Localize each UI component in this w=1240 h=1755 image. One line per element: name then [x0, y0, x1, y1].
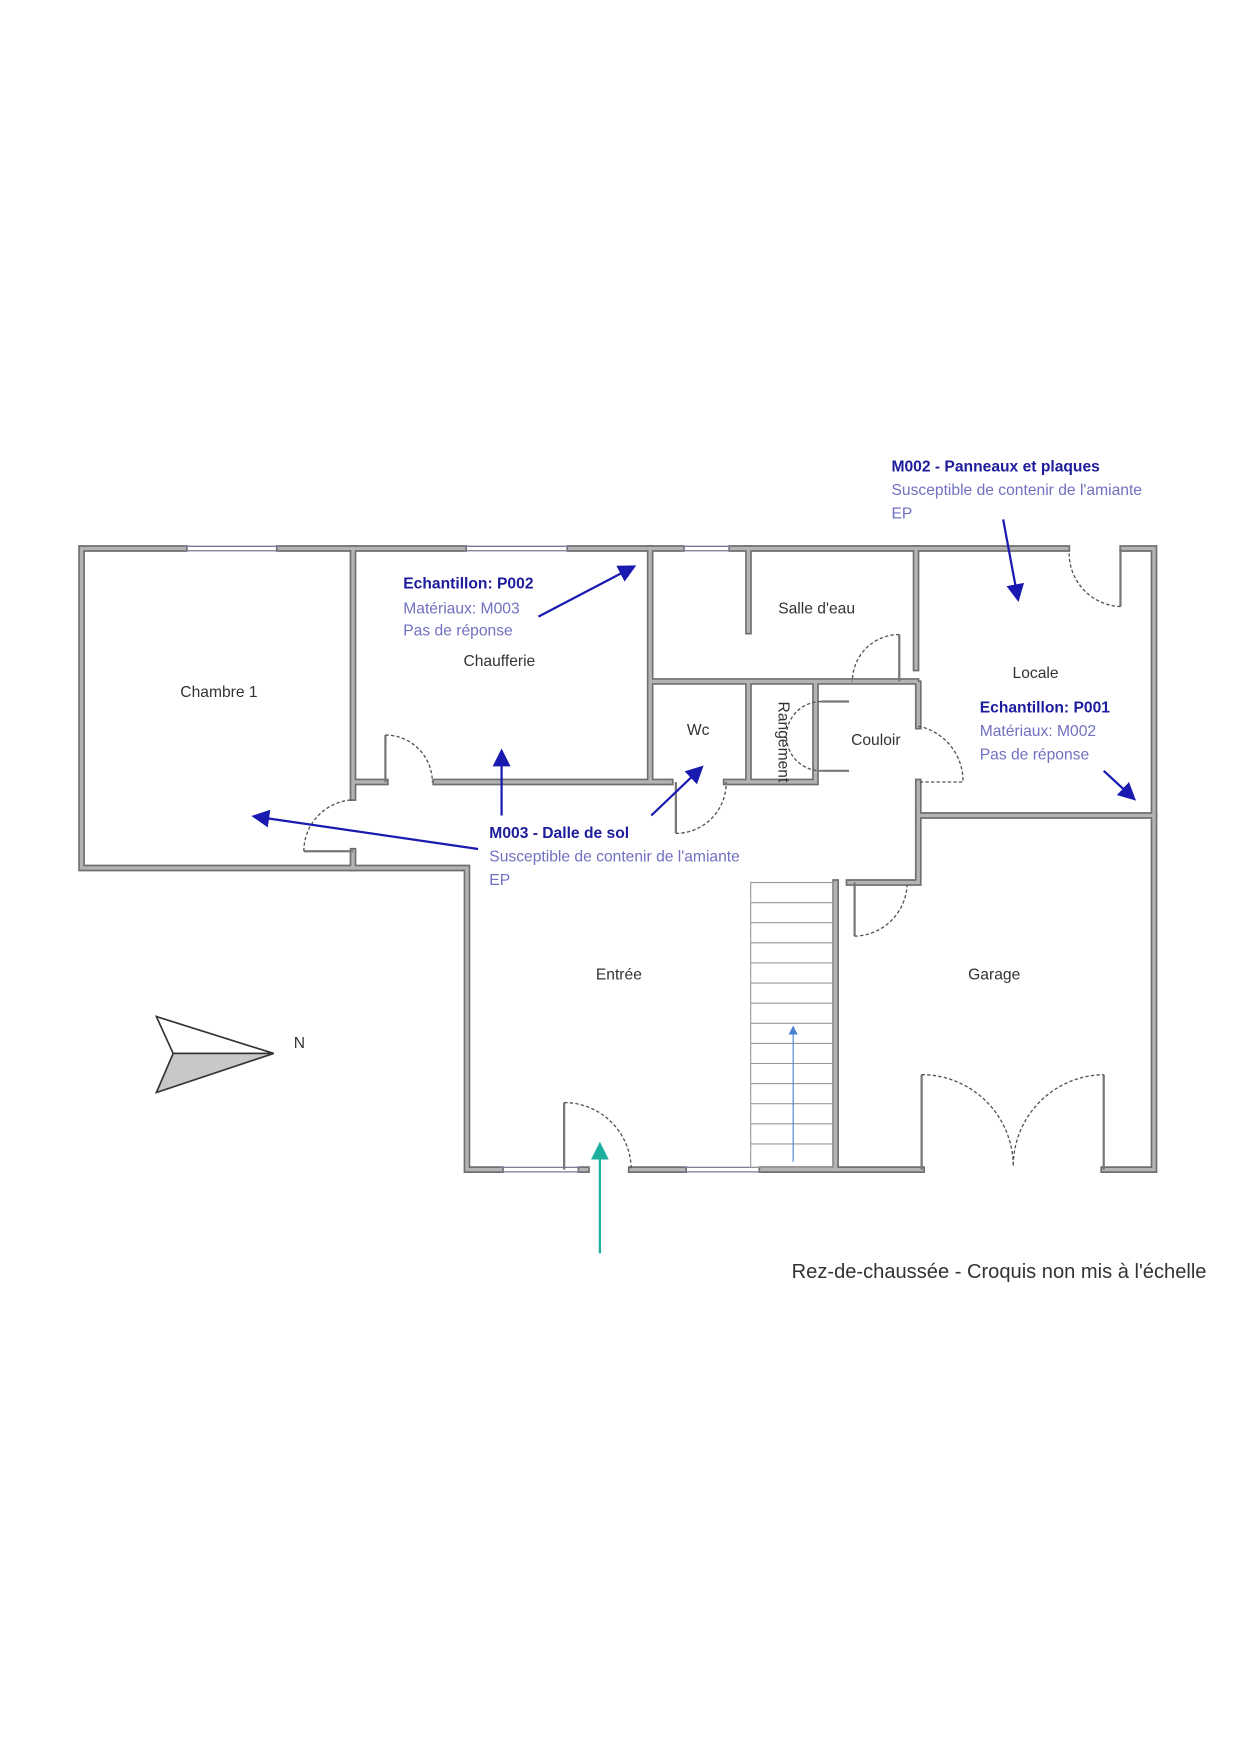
svg-text:EP: EP: [489, 872, 510, 889]
walls: [78, 545, 1158, 1173]
svg-text:EP: EP: [891, 505, 912, 522]
room-couloir: Couloir: [851, 732, 901, 749]
svg-text:Matériaux: M002: Matériaux: M002: [980, 723, 1096, 740]
svg-text:Echantillon: P002: Echantillon: P002: [403, 576, 534, 593]
doors: [303, 548, 1122, 1170]
svg-text:Susceptible de contenir de l'a: Susceptible de contenir de l'amiante: [891, 482, 1142, 499]
annotation-p001: Echantillon: P001 Matériaux: M002 Pas de…: [980, 700, 1137, 801]
room-chaufferie: Chaufferie: [463, 653, 535, 670]
arrow-icon: [1102, 769, 1137, 801]
svg-text:Susceptible de contenir de l'a: Susceptible de contenir de l'amiante: [489, 848, 740, 865]
room-wc: Wc: [687, 722, 710, 739]
room-rangement: Rangement: [775, 702, 792, 783]
annotation-m002: M002 - Panneaux et plaques Susceptible d…: [891, 458, 1142, 603]
arrow-icon: [537, 565, 637, 618]
room-chambre-1: Chambre 1: [180, 684, 257, 701]
annotation-m003: M003 - Dalle de sol Susceptible de conte…: [251, 748, 740, 889]
plan-caption: Rez-de-chaussée - Croquis non mis à l'éc…: [792, 1261, 1207, 1283]
arrow-icon: [251, 809, 479, 851]
svg-text:Pas de réponse: Pas de réponse: [980, 747, 1089, 764]
room-labels: Chambre 1 Chaufferie Salle d'eau Wc Rang…: [180, 600, 1058, 983]
room-locale: Locale: [1013, 665, 1059, 682]
windows: [184, 545, 762, 1173]
room-entree: Entrée: [596, 967, 642, 984]
svg-text:Echantillon: P001: Echantillon: P001: [980, 700, 1111, 717]
room-salle-eau: Salle d'eau: [778, 600, 855, 617]
arrow-icon: [1002, 519, 1025, 603]
annotation-p002: Echantillon: P002 Matériaux: M003 Pas de…: [403, 565, 637, 640]
arrow-icon: [650, 765, 704, 817]
svg-text:Matériaux: M003: Matériaux: M003: [403, 600, 519, 617]
compass-north-arrow-icon: N: [154, 1015, 305, 1094]
svg-text:M003 - Dalle de sol: M003 - Dalle de sol: [489, 825, 629, 842]
svg-text:Pas de réponse: Pas de réponse: [403, 623, 512, 640]
room-garage: Garage: [968, 967, 1020, 984]
stairs: [750, 881, 834, 1168]
svg-text:M002 - Panneaux et plaques: M002 - Panneaux et plaques: [891, 458, 1100, 475]
compass-label: N: [294, 1035, 305, 1052]
